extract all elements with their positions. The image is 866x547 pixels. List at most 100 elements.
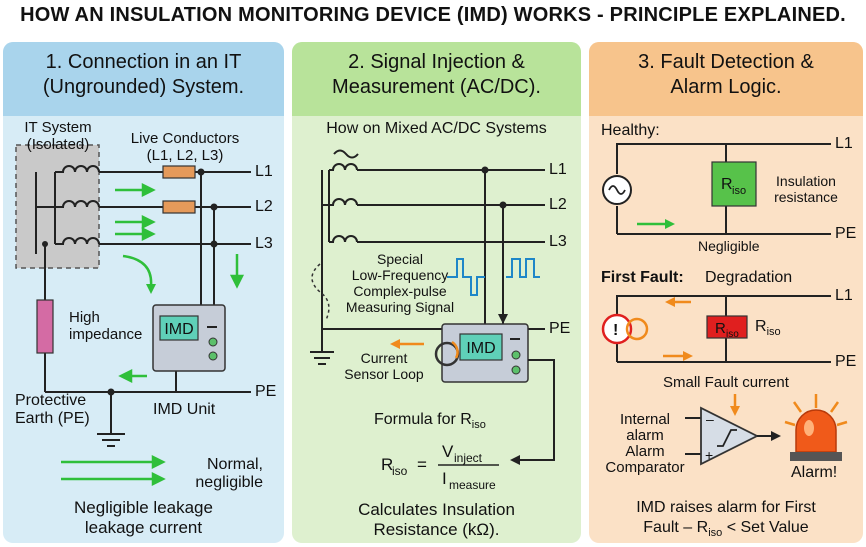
protective-earth-line2: Earth (PE) — [15, 410, 90, 427]
ac-source-icon — [333, 149, 359, 159]
alarm-label: Alarm! — [791, 464, 838, 481]
panel3-title-line2: Alarm Logic. — [670, 76, 782, 98]
panel1-footer-line2: leakage current — [84, 518, 203, 537]
it-system-label: IT System (Isolated) — [13, 119, 103, 153]
fault-source-icon — [601, 313, 633, 345]
panel1-footer-line1: Negligible leakage — [74, 498, 213, 517]
panel1-title-line2: (Ungrounded) System. — [42, 76, 245, 98]
healthy-l1-label: L1 — [835, 135, 853, 152]
line-label-l3: L3 — [255, 235, 273, 252]
svg-text:–: – — [706, 411, 714, 427]
legend-line2: negligible — [195, 474, 263, 491]
panel2-title-line1: 2. Signal Injection & — [348, 51, 525, 73]
imd-label: IMD — [164, 321, 193, 338]
panel2-footer-line2: Resistance (kΩ). — [373, 520, 500, 539]
svg-text:=: = — [417, 455, 427, 474]
formula-num-sub: inject — [454, 451, 483, 465]
formula-heading: Formula for Riso — [374, 411, 486, 434]
healthy-riso — [711, 161, 757, 207]
internal-line4: Comparator — [605, 459, 685, 476]
footer-line2-end: < Set Value — [722, 519, 809, 536]
fault-side-r-sub: iso — [766, 326, 781, 339]
legend-line1: Normal, — [206, 456, 263, 473]
panel1-title-line1: 1. Connection in an IT — [45, 51, 242, 73]
healthy-pe-label: PE — [835, 225, 857, 242]
fault-sensor-icon — [625, 317, 649, 341]
p2-conductors — [322, 169, 545, 330]
live-conductors-line2: (L1, L2, L3) — [146, 147, 224, 164]
green-curve-arrow — [122, 254, 153, 287]
degradation-label: Degradation — [705, 269, 793, 286]
first-fault-label: First Fault: — [601, 269, 684, 286]
main-title: HOW AN INSULATION MONITORING DEVICE (IMD… — [20, 4, 846, 26]
green-arrows — [61, 182, 245, 487]
p2-imd-screen — [459, 333, 503, 361]
pulse-waveform-2 — [506, 258, 540, 278]
live-conductors — [99, 171, 251, 245]
high-impedance-resistor — [36, 299, 54, 354]
live-conductors-line1: Live Conductors — [130, 130, 240, 147]
fault-riso-text: R iso — [715, 320, 739, 340]
panel-fault-detection: 3. Fault Detection & Alarm Logic. R iso — [589, 42, 863, 543]
panel2-title: 2. Signal Injection & Measurement (AC/DC… — [292, 50, 581, 100]
line-label-l2: L2 — [255, 198, 273, 215]
p2-imd-led-1 — [511, 350, 521, 360]
formula-den: I — [442, 469, 447, 488]
formula-heading-text: Formula for R — [374, 411, 472, 428]
panel2-title-line2: Measurement (AC/DC). — [332, 76, 541, 98]
pe-label: PE — [255, 383, 277, 400]
resistor-l2 — [162, 200, 196, 214]
svg-text:!: ! — [613, 322, 618, 339]
it-windings — [35, 165, 100, 254]
imd-unit-label: IMD Unit — [153, 401, 216, 418]
panel3-footer-line1: IMD raises alarm for First — [636, 499, 816, 516]
svg-text:+: + — [705, 447, 713, 463]
healthy-r-sub: iso — [732, 185, 746, 197]
p2-line-label-l2: L2 — [549, 196, 567, 213]
panel3-title-line1: 3. Fault Detection & — [638, 51, 814, 73]
pulse-waveform-1 — [447, 258, 485, 296]
panel2-footer: Calculates Insulation Resistance (kΩ). — [292, 500, 581, 540]
imd-led-2 — [208, 351, 218, 361]
internal-line3: Alarm — [625, 443, 665, 460]
signal-line3: Complex-pulse — [353, 283, 447, 299]
measuring-signal-label: Special Low-Frequency Complex-pulse Meas… — [340, 251, 460, 315]
p2-junctions — [481, 166, 507, 209]
imd-led-1 — [208, 337, 218, 347]
signal-loop-icon — [311, 263, 330, 321]
panel2-subtitle: How on Mixed AC/DC Systems — [326, 120, 547, 137]
panel1-footer: Negligible leakage leakage current — [3, 498, 284, 538]
footer-line2-text: Fault – R — [643, 519, 709, 536]
it-system-line2: (Isolated) — [26, 136, 90, 153]
formula: R iso = V inject I measure — [381, 442, 499, 492]
legend-label: Normal, negligible — [163, 456, 263, 492]
panel2-diagram: IMD R iso = V inject I measure — [310, 149, 555, 492]
formula-lhs-sub: iso — [392, 464, 408, 478]
healthy-circuit — [616, 143, 831, 235]
source-windings — [321, 163, 358, 347]
formula-den-sub: measure — [449, 478, 496, 492]
p2-imd-label: IMD — [466, 340, 495, 357]
panel3-footer: IMD raises alarm for First Fault – Riso … — [589, 498, 863, 543]
fault-circuit — [616, 295, 831, 363]
comparator-label: Internal alarm Alarm Comparator — [599, 412, 691, 476]
internal-line2: alarm — [626, 427, 664, 444]
fault-riso — [706, 315, 748, 339]
panel2-footer-line1: Calculates Insulation — [358, 500, 515, 519]
p2-line-label-l3: L3 — [549, 233, 567, 250]
panel3-diagram: R iso ! R iso — [601, 143, 848, 466]
negligible-label: Negligible — [698, 238, 760, 254]
panel1-title: 1. Connection in an IT (Ungrounded) Syst… — [3, 50, 284, 100]
signal-line4: Measuring Signal — [345, 299, 455, 315]
panel3-header: 3. Fault Detection & Alarm Logic. — [589, 42, 863, 116]
healthy-riso-text: R iso — [721, 176, 746, 197]
protective-earth-line1: Protective — [15, 392, 87, 409]
fault-r-sub: iso — [726, 329, 739, 340]
fault-r-label: R — [715, 320, 726, 337]
resistor-l1 — [162, 165, 196, 179]
high-impedance-line1: High — [69, 309, 100, 326]
p2-ground-icon — [310, 347, 334, 365]
live-conductors-label: Live Conductors (L1, L2, L3) — [125, 130, 245, 164]
sensor-line2: Sensor Loop — [344, 366, 424, 382]
